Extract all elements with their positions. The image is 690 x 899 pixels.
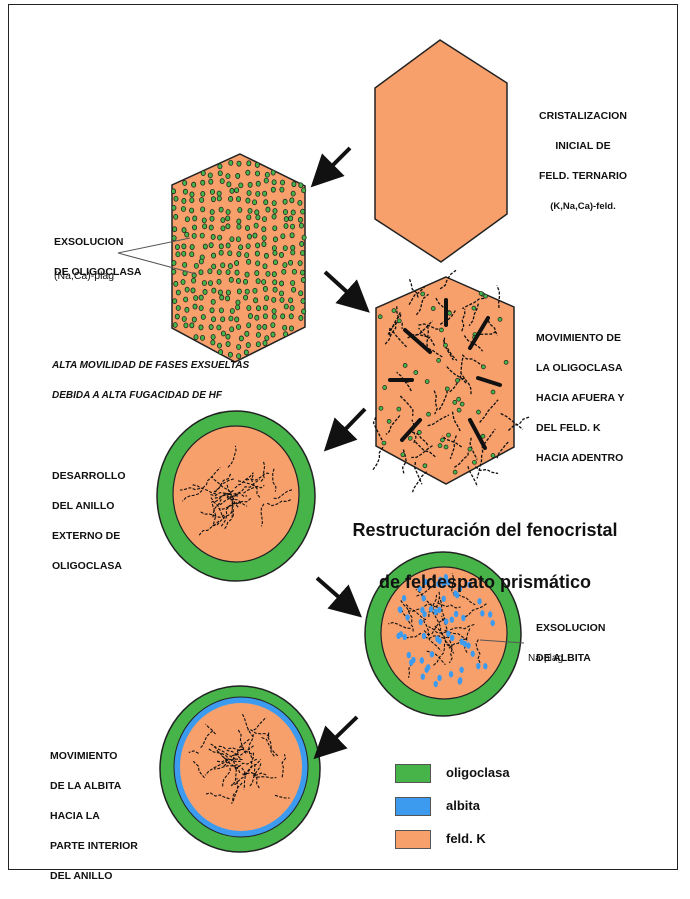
stage4-label: DESARROLLO DEL ANILLO EXTERNO DE OLIGOCL… <box>52 454 162 589</box>
arrow-1 <box>322 148 350 176</box>
legend-label-oligoclasa: oligoclasa <box>446 765 510 780</box>
arrow-5 <box>325 717 357 748</box>
stage1-label: CRISTALIZACION INICIAL DE FELD. TERNARIO… <box>524 94 642 229</box>
legend-swatch-oligoclasa <box>395 764 431 783</box>
legend-swatch-albita <box>395 797 431 816</box>
legend-swatch-feld-k <box>395 830 431 849</box>
plag-label: (Na,Ca)-plag <box>54 254 114 299</box>
arrow-2 <box>325 272 358 302</box>
na-plag-label: Na-plag <box>528 636 563 681</box>
figure-title: Restructuración del fenocristal de felde… <box>320 491 650 621</box>
hexagon-initial-crystal <box>375 40 507 262</box>
stage6-label: MOVIMIENTO DE LA ALBITA HACIA LA PARTE I… <box>50 734 170 899</box>
mobility-note: ALTA MOVILIDAD DE FASES EXSUELTAS DEBIDA… <box>52 343 352 418</box>
legend-label-albita: albita <box>446 798 480 813</box>
stage3-label: MOVIMIENTO DE LA OLIGOCLASA HACIA AFUERA… <box>536 316 656 481</box>
legend-label-feld-k: feld. K <box>446 831 486 846</box>
